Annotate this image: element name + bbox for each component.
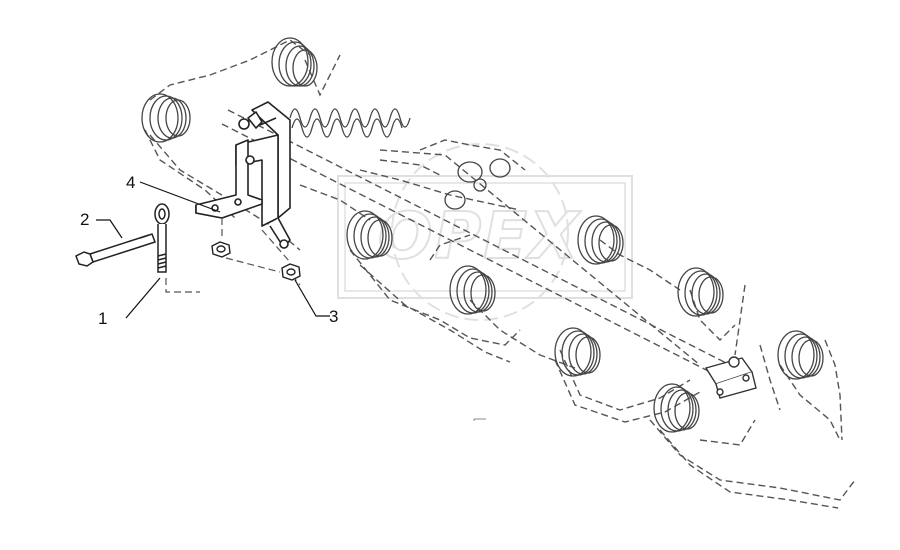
long-bolt	[75, 233, 156, 267]
callout-2: 2	[80, 210, 89, 229]
coil-lower-right	[653, 383, 700, 433]
coil-mid-center	[449, 265, 496, 315]
nut-3	[281, 263, 301, 281]
registration-marks	[473, 418, 486, 421]
callout-labels: 1 2 3 4	[80, 173, 338, 328]
coil-mid-left	[346, 210, 393, 260]
eye-bolt	[154, 203, 170, 273]
hub-cluster	[444, 158, 511, 210]
callout-3: 3	[329, 307, 338, 326]
mounting-bracket	[195, 101, 291, 249]
tine-coil-springs	[141, 37, 824, 433]
callout-1: 1	[98, 309, 107, 328]
coil-far-right	[777, 330, 824, 380]
bar-clamp	[704, 356, 757, 399]
callout-leaders	[96, 181, 330, 319]
coil-lower-center	[554, 327, 601, 377]
coil-right-upper	[677, 267, 724, 317]
coil-upper-left	[141, 93, 191, 143]
watermark: OPEX	[337, 143, 633, 321]
nut-left	[211, 241, 231, 258]
coil-mid-right	[577, 215, 624, 265]
coil-upper-top	[271, 37, 318, 87]
callout-4: 4	[126, 173, 135, 192]
coil-horizontal-spring	[289, 108, 411, 138]
